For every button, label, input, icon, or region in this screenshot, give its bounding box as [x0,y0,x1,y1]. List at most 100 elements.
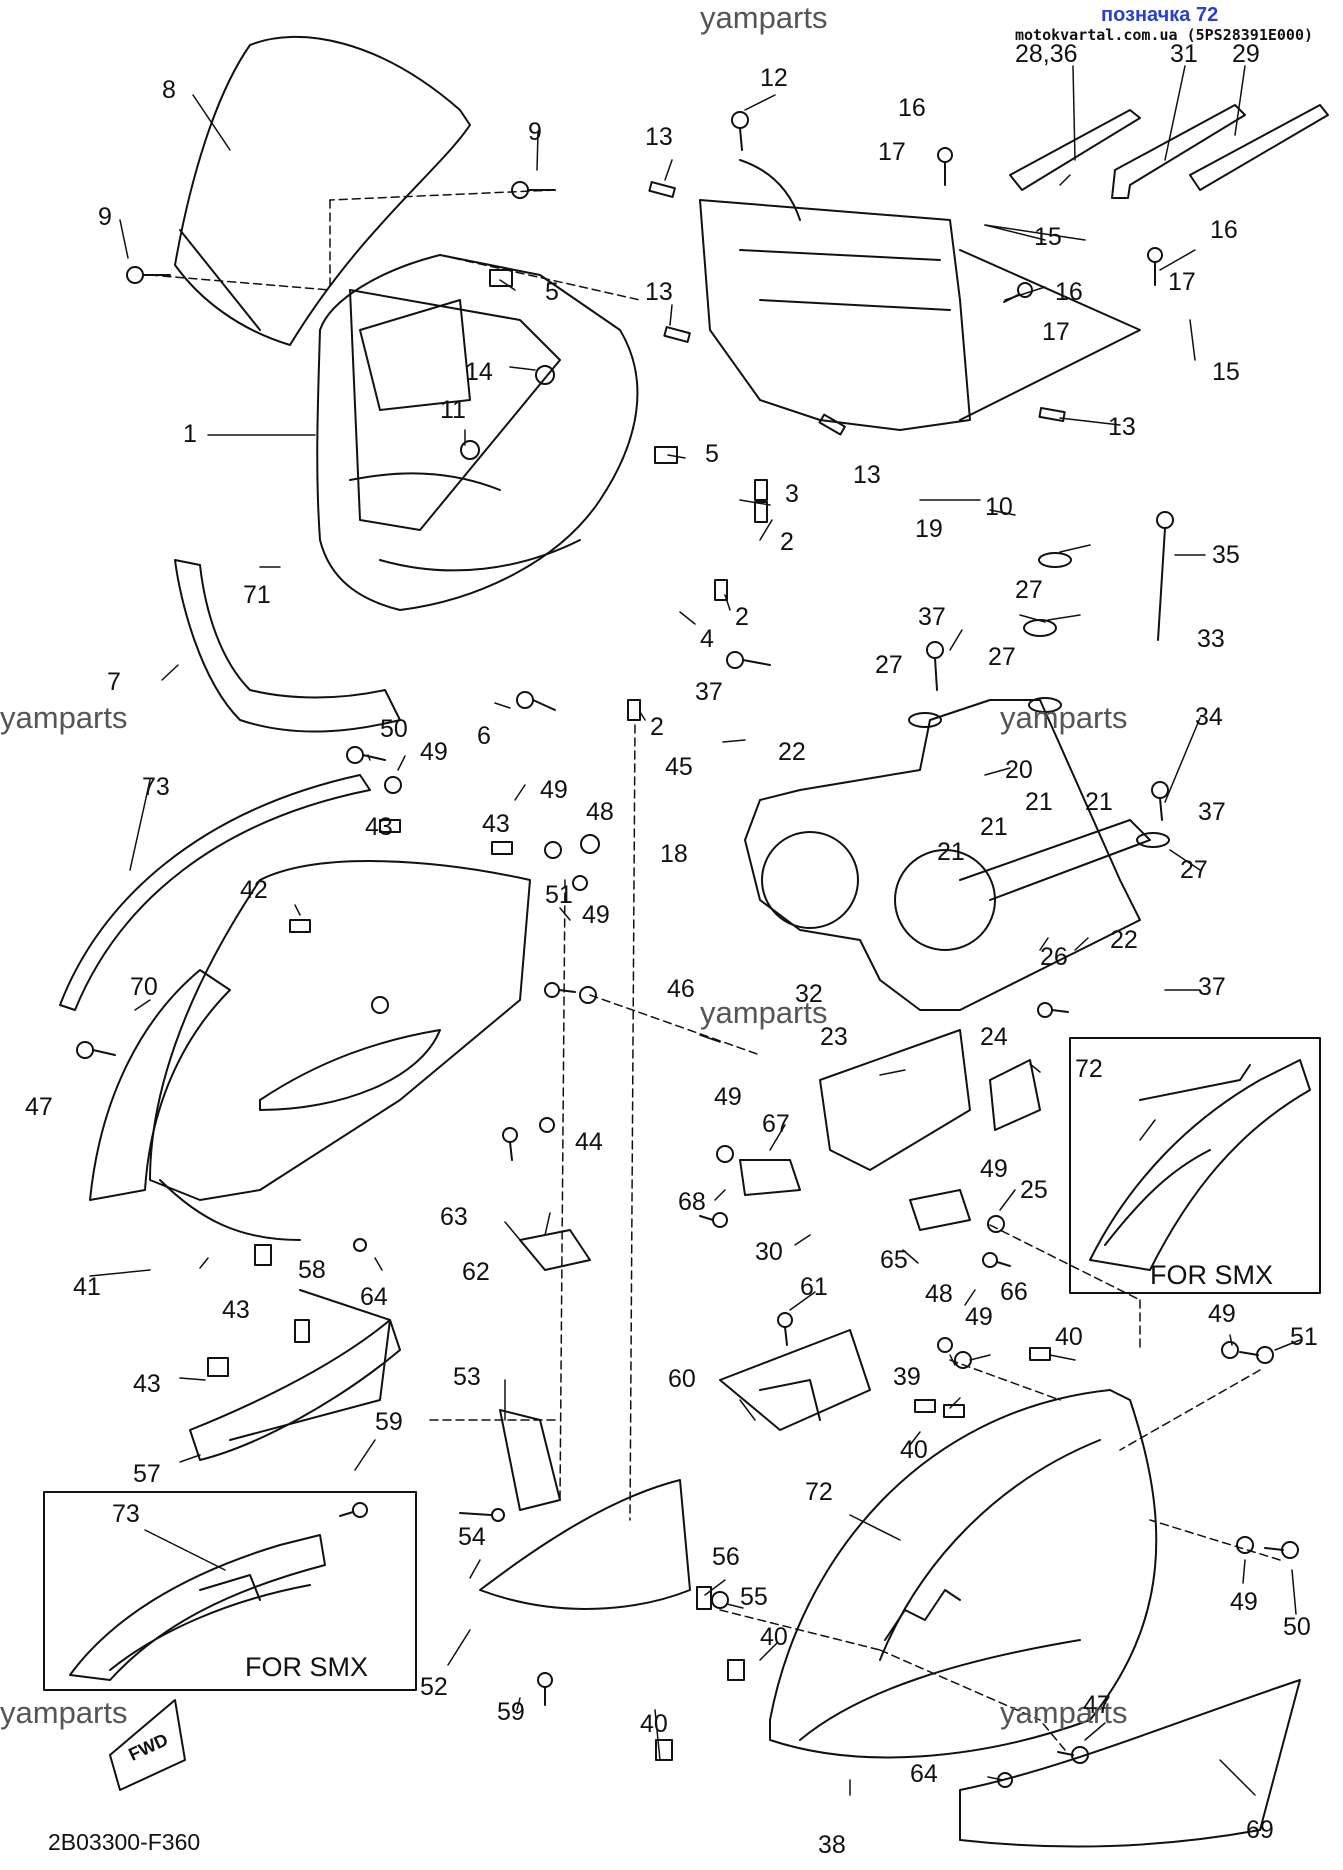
callout-13: 13 [1108,413,1136,441]
callout-50: 50 [380,715,408,743]
callout-21: 21 [1085,788,1113,816]
callout-27: 27 [875,651,903,679]
callout-21: 21 [1025,788,1053,816]
callout-59: 59 [375,1408,403,1436]
callout-40: 40 [640,1710,668,1738]
callout-4: 4 [700,625,714,653]
callout-46: 46 [667,975,695,1003]
headlight-bracket [744,699,1141,1011]
callout-73: 73 [142,773,170,801]
inset-label-smx-right: FOR SMX [1150,1260,1274,1290]
callout-72: 72 [805,1478,833,1506]
side-trim-73 [59,774,371,1011]
callout-47: 47 [25,1093,53,1121]
callout-40: 40 [760,1623,788,1651]
callout-13: 13 [645,123,673,151]
callout-62: 62 [462,1258,490,1286]
callout-26: 26 [1040,943,1068,971]
side-cowling-outer-70 [89,969,231,1201]
callout-55: 55 [740,1583,768,1611]
inset-frame-smx-left [43,1491,417,1691]
source-site-text: motokvartal.com.ua (5PS28391E000) [1015,26,1314,44]
callout-49: 49 [540,776,568,804]
bracket-67 [739,1159,801,1196]
callout-70: 70 [130,973,158,1001]
callout-43: 43 [365,813,393,841]
callout-57: 57 [133,1460,161,1488]
callout-9: 9 [528,118,542,146]
callout-49: 49 [965,1303,993,1331]
callout-63: 63 [440,1203,468,1231]
callout-11: 11 [440,396,466,424]
diagram-badge: позначка 72 [1101,4,1219,26]
callout-73: 73 [112,1500,140,1528]
callout-7: 7 [107,668,121,696]
callout-53: 53 [453,1363,481,1391]
callout-37: 37 [695,678,723,706]
watermark: yamparts [0,1695,128,1730]
callout-61: 61 [800,1273,828,1301]
front-cowling [316,254,639,611]
callout-52: 52 [420,1673,448,1701]
duct-53 [479,1479,691,1610]
callout-16: 16 [898,94,926,122]
callout-51: 51 [1290,1323,1318,1351]
callout-29: 29 [1232,40,1260,68]
callout-34: 34 [1195,703,1223,731]
callout-45: 45 [665,753,693,781]
bracket-23 [819,1029,971,1171]
callout-67: 67 [762,1110,790,1138]
callout-48: 48 [586,798,614,826]
callout-6: 6 [477,722,491,750]
callout-49: 49 [1208,1300,1236,1328]
inner-panel-strip [174,559,401,733]
callout-21: 21 [980,813,1008,841]
callout-49: 49 [980,1155,1008,1183]
callout-12: 12 [760,64,788,92]
callout-40: 40 [1055,1323,1083,1351]
callout-44: 44 [575,1128,603,1156]
callout-49: 49 [1230,1588,1258,1616]
bracket-24 [989,1059,1041,1131]
callout-37: 37 [1198,973,1226,1001]
callout-24: 24 [980,1023,1008,1051]
callout-58: 58 [298,1256,326,1284]
callout-37: 37 [918,603,946,631]
callout-17: 17 [878,138,906,166]
callout-48: 48 [925,1280,953,1308]
callout-15: 15 [1212,358,1240,386]
callout-21: 21 [937,838,965,866]
callout-31: 31 [1170,40,1198,68]
cable-tie-28-36 [1009,109,1141,191]
inset-label-smx-left: FOR SMX [245,1652,369,1682]
callout-68: 68 [678,1188,706,1216]
callout-2: 2 [650,713,664,741]
inner-panel-57 [189,1319,401,1461]
callout-37: 37 [1198,798,1226,826]
watermark: yamparts [700,995,828,1030]
windshield [174,35,471,346]
bracket-60 [719,1329,871,1431]
watermark: yamparts [0,700,128,735]
lower-panel-69 [959,1679,1301,1848]
callout-42: 42 [240,876,268,904]
fwd-arrow [109,1699,186,1791]
callout-17: 17 [1042,318,1070,346]
callout-64: 64 [910,1760,938,1788]
callout-66: 66 [1000,1278,1028,1306]
callout-20: 20 [1005,756,1033,784]
callout-16: 16 [1055,278,1083,306]
cable-tie-31 [1111,104,1246,199]
callout-22: 22 [778,738,806,766]
callout-19: 19 [915,515,943,543]
callout-8: 8 [162,76,176,104]
watermark: yamparts [700,0,828,35]
callout-39: 39 [893,1363,921,1391]
callout-32: 32 [795,980,823,1008]
callout-13: 13 [645,278,673,306]
callout-25: 25 [1020,1176,1048,1204]
callout-43: 43 [482,810,510,838]
callout-30: 30 [755,1238,783,1266]
callout-13: 13 [853,461,881,489]
